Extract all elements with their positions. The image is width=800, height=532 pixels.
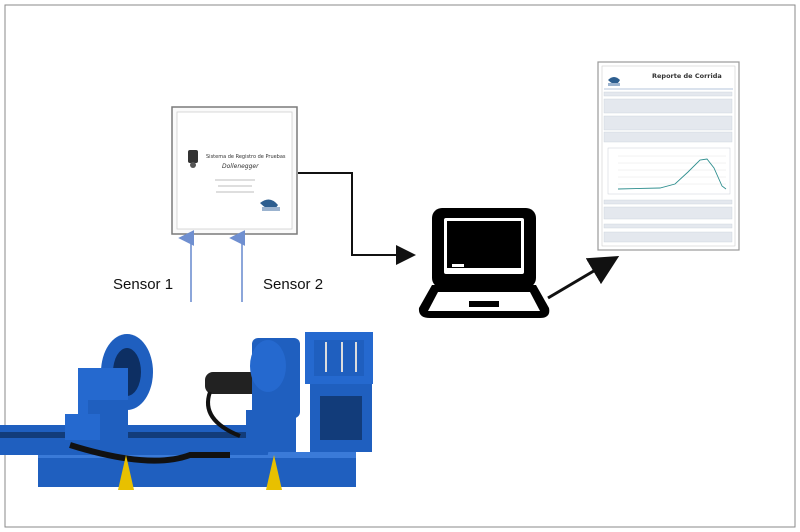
report-form-rows [603,91,733,143]
left-motor [65,334,153,440]
report-chart [607,147,731,195]
report-document: Reporte de Corrida [597,61,740,251]
sensor-1-label: Sensor 1 [113,276,173,293]
connector-laptop-to-report [547,255,620,300]
logo-icon [188,150,198,168]
acquisition-box: Sistema de Registro de Pruebas Dollenegg… [171,106,298,235]
yellow-stand-right [266,455,282,490]
right-motor [205,338,300,452]
report-title: Reporte de Corrida [652,72,722,80]
acquisition-title: Sistema de Registro de Pruebas [206,154,286,160]
sensor-2-label: Sensor 2 [263,276,323,293]
acquisition-subtitle: Dollenegger [222,163,259,170]
connector-box-to-laptop [298,172,416,265]
corner-logo-icon [260,199,280,211]
acquisition-text-lines [215,179,255,193]
control-panel [305,332,373,452]
yellow-stand-left [118,455,134,490]
report-logo-icon [608,77,620,86]
laptop-icon [418,208,550,318]
test-machine [0,332,373,490]
sensor-arrows [178,230,246,302]
cable-carrier [69,442,230,464]
report-bottom-rows [603,199,733,243]
